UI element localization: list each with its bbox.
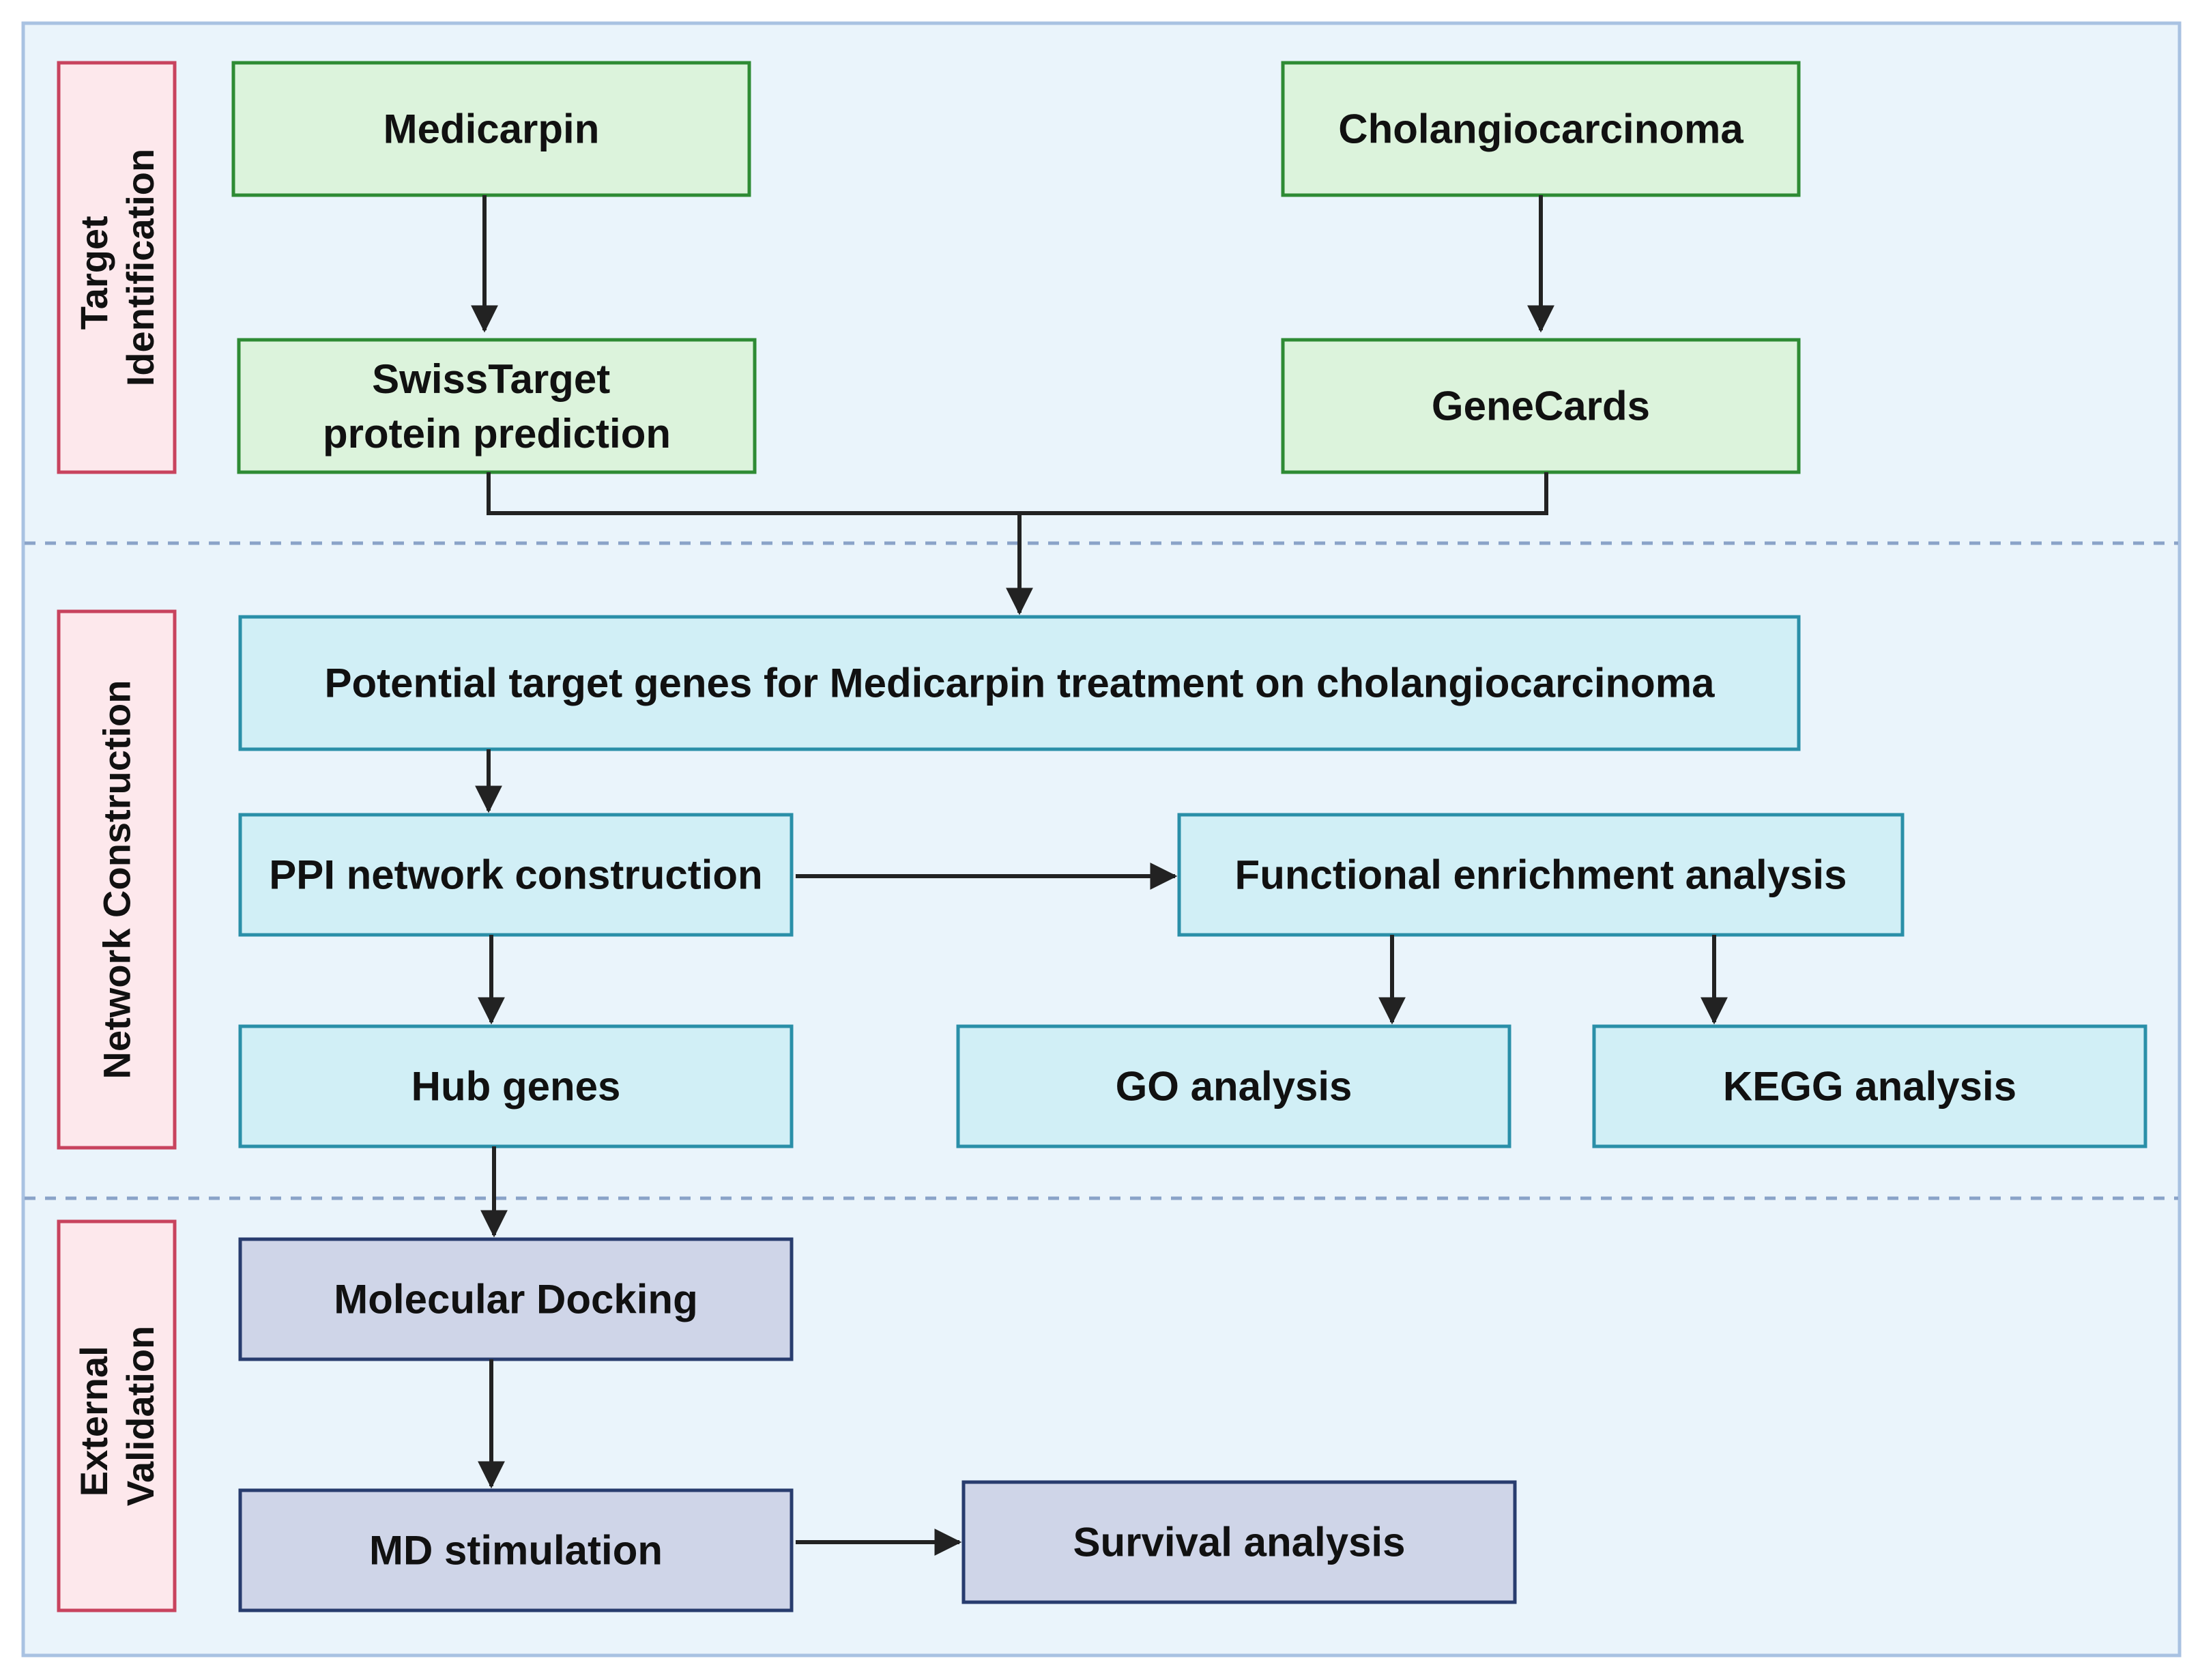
section-label-external-line1: External	[72, 1346, 115, 1496]
box-survival-analysis: Survival analysis	[961, 1480, 1517, 1604]
section-label-network-construction: Network Construction	[57, 609, 177, 1150]
box-genecards-label: GeneCards	[1432, 383, 1650, 429]
box-swisstarget-line1: SwissTarget	[372, 356, 610, 402]
box-hub-genes: Hub genes	[238, 1024, 794, 1148]
box-md-stimulation: MD stimulation	[238, 1488, 794, 1612]
section-label-external-validation: External Validation	[57, 1219, 177, 1612]
section-label-target-identification: Target Identification	[57, 61, 177, 474]
box-molecular-docking-label: Molecular Docking	[334, 1277, 697, 1322]
box-ppi-network: PPI network construction	[238, 813, 794, 937]
box-go-analysis-label: GO analysis	[1116, 1064, 1352, 1110]
box-swisstarget: SwissTarget protein prediction	[237, 338, 757, 474]
svg-text:SwissTarget protein pred: SwissTarget protein prediction	[323, 356, 671, 457]
box-survival-analysis-label: Survival analysis	[1073, 1520, 1406, 1565]
box-genecards: GeneCards	[1281, 338, 1801, 474]
svg-text:External Validation: External Validation	[72, 1326, 162, 1507]
section-label-target-line2: Identification	[119, 149, 162, 386]
box-functional-enrichment: Functional enrichment analysis	[1177, 813, 1905, 937]
box-medicarpin: Medicarpin	[231, 61, 751, 197]
section-label-network-text: Network Construction	[96, 680, 139, 1080]
box-potential-targets: Potential target genes for Medicarpin tr…	[238, 615, 1801, 751]
box-cholangiocarcinoma: Cholangiocarcinoma	[1281, 61, 1801, 197]
box-cholangiocarcinoma-label: Cholangiocarcinoma	[1338, 106, 1743, 152]
box-swisstarget-line2: protein prediction	[323, 411, 671, 457]
box-molecular-docking: Molecular Docking	[238, 1237, 794, 1361]
svg-text:Target Identification: Target Identification	[72, 149, 162, 386]
box-kegg-analysis-label: KEGG analysis	[1723, 1064, 2016, 1110]
box-ppi-network-label: PPI network construction	[269, 852, 762, 898]
box-hub-genes-label: Hub genes	[411, 1064, 621, 1110]
box-go-analysis: GO analysis	[956, 1024, 1511, 1148]
section-label-target-line1: Target	[72, 216, 115, 330]
box-medicarpin-label: Medicarpin	[383, 106, 600, 152]
section-label-external-line2: Validation	[119, 1326, 162, 1507]
box-functional-enrichment-label: Functional enrichment analysis	[1235, 852, 1847, 898]
box-kegg-analysis: KEGG analysis	[1592, 1024, 2147, 1148]
box-potential-targets-label: Potential target genes for Medicarpin tr…	[324, 661, 1715, 706]
box-md-stimulation-label: MD stimulation	[369, 1528, 663, 1574]
